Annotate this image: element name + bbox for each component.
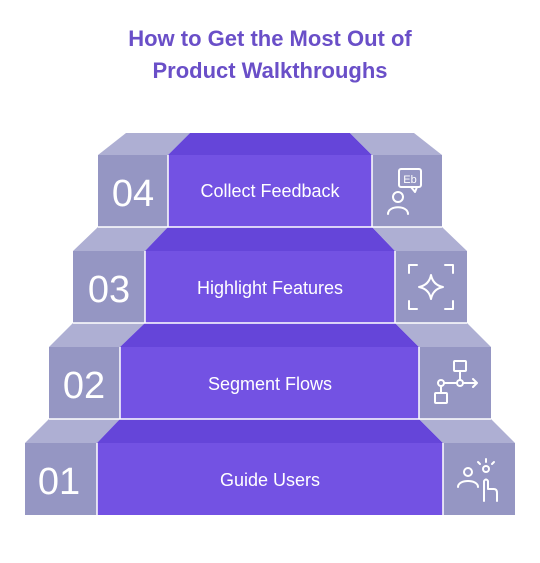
step-02-label: Segment Flows xyxy=(208,374,332,394)
step-03-icon-block xyxy=(395,251,467,323)
flowchart-icon xyxy=(434,360,478,404)
diagram-title-line-2: Product Walkthroughs xyxy=(152,58,388,83)
step-02-center-block xyxy=(120,347,419,419)
step-02: 02 Segment Flows xyxy=(49,323,491,419)
step-04-center-top-face xyxy=(168,133,372,155)
step-03-center-top-face xyxy=(145,227,395,251)
step-01-number: 01 xyxy=(38,461,80,503)
step-01-center-top-face xyxy=(97,419,443,443)
step-03-left-top-face xyxy=(73,227,168,251)
step-02-number: 02 xyxy=(63,365,105,407)
step-01: 01 Guide Users xyxy=(25,419,515,515)
step-03-label: Highlight Features xyxy=(197,278,343,298)
step-03: 03 Highlight Features xyxy=(73,227,467,323)
step-01-label: Guide Users xyxy=(220,470,320,490)
step-01-center-block xyxy=(97,443,443,515)
step-04-left-top-face xyxy=(98,133,190,155)
step-01-right-top-face xyxy=(419,419,515,443)
step-03-number: 03 xyxy=(88,269,130,311)
step-separators xyxy=(49,155,491,515)
step-01-number-block xyxy=(25,443,97,515)
feedback-icon: Eb xyxy=(387,168,422,215)
step-03-number-block xyxy=(73,251,145,323)
step-04-right-top-face xyxy=(350,133,442,155)
user-touch-icon xyxy=(457,458,498,502)
step-04: 04 Collect Feedback Eb xyxy=(98,133,442,227)
step-04-icon-block xyxy=(372,155,442,227)
sparkle-focus-icon xyxy=(408,264,454,310)
step-04-label: Collect Feedback xyxy=(200,181,340,201)
step-04-number-block xyxy=(98,155,168,227)
svg-text:Eb: Eb xyxy=(403,174,416,186)
step-03-right-top-face xyxy=(372,227,467,251)
diagram-title-line-1: How to Get the Most Out of xyxy=(128,26,412,51)
step-02-number-block xyxy=(49,347,120,419)
step-04-center-block xyxy=(168,155,372,227)
step-02-center-top-face xyxy=(120,323,419,347)
step-02-left-top-face xyxy=(49,323,145,347)
step-03-center-block xyxy=(145,251,395,323)
step-02-right-top-face xyxy=(395,323,491,347)
step-04-number: 04 xyxy=(112,173,154,215)
step-01-left-top-face xyxy=(25,419,120,443)
step-01-icon-block xyxy=(443,443,515,515)
